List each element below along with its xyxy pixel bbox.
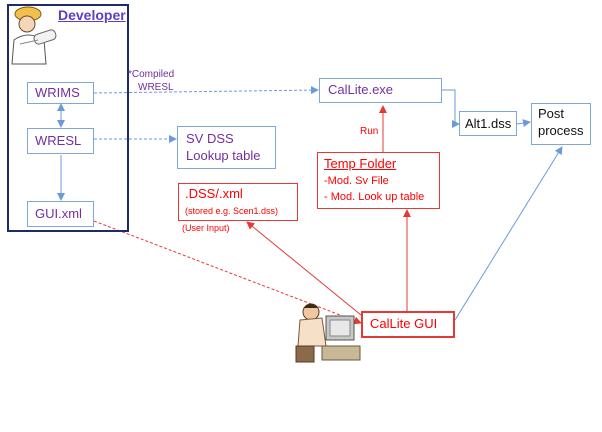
wresl-node: WRESL bbox=[27, 128, 94, 154]
callite-gui-node: CalLite GUI bbox=[361, 311, 455, 338]
dss-xml-node: .DSS/.xml (stored e.g. Scen1.dss) bbox=[178, 183, 298, 221]
gui-post-connector bbox=[454, 146, 563, 321]
guixml-label: GUI.xml bbox=[35, 206, 82, 221]
temp-folder-node: Temp Folder -Mod. Sv File - Mod. Look up… bbox=[317, 152, 440, 209]
temp-folder-title: Temp Folder bbox=[324, 156, 397, 171]
user-input-label: (User Input) bbox=[182, 223, 230, 233]
wrims-callite-connector bbox=[93, 86, 319, 95]
wrims-label: WRIMS bbox=[35, 85, 80, 100]
dss-xml-stored: (stored e.g. Scen1.dss) bbox=[185, 206, 279, 216]
user-at-computer-icon bbox=[295, 303, 361, 363]
svdss-line2: Lookup table bbox=[186, 148, 261, 163]
alt1-node: Alt1.dss bbox=[459, 111, 517, 136]
developer-group bbox=[7, 4, 129, 232]
callite-alt1-connector bbox=[442, 89, 460, 128]
callite-exe-label: CalLite.exe bbox=[328, 82, 394, 97]
svdss-node: SV DSS Lookup table bbox=[177, 126, 276, 169]
run-label: Run bbox=[360, 126, 379, 137]
post-process-line2: process bbox=[538, 123, 584, 138]
developer-figure-icon bbox=[11, 6, 57, 65]
callite-exe-node: CalLite.exe bbox=[319, 78, 442, 103]
temp-folder-line1: -Mod. Sv File bbox=[324, 175, 389, 187]
temp-folder-line2: - Mod. Look up table bbox=[324, 191, 425, 203]
compiled-label-line1: *Compiled bbox=[128, 69, 175, 80]
alt1-label: Alt1.dss bbox=[465, 116, 512, 131]
wresl-label: WRESL bbox=[35, 133, 82, 148]
guixml-gui-connector bbox=[93, 220, 362, 325]
callite-gui-label: CalLite GUI bbox=[370, 316, 438, 331]
guixml-node: GUI.xml bbox=[27, 201, 94, 227]
dss-xml-title: .DSS/.xml bbox=[185, 186, 243, 201]
gui-dss-connector bbox=[246, 221, 362, 316]
wrims-node: WRIMS bbox=[27, 82, 94, 104]
post-process-node: Post process bbox=[531, 103, 591, 145]
alt1-post-connector bbox=[516, 119, 531, 128]
compiled-label-line2: WRESL bbox=[138, 82, 174, 93]
svdss-line1: SV DSS bbox=[186, 131, 234, 146]
post-process-line1: Post bbox=[538, 106, 565, 121]
developer-label: Developer bbox=[58, 7, 126, 23]
